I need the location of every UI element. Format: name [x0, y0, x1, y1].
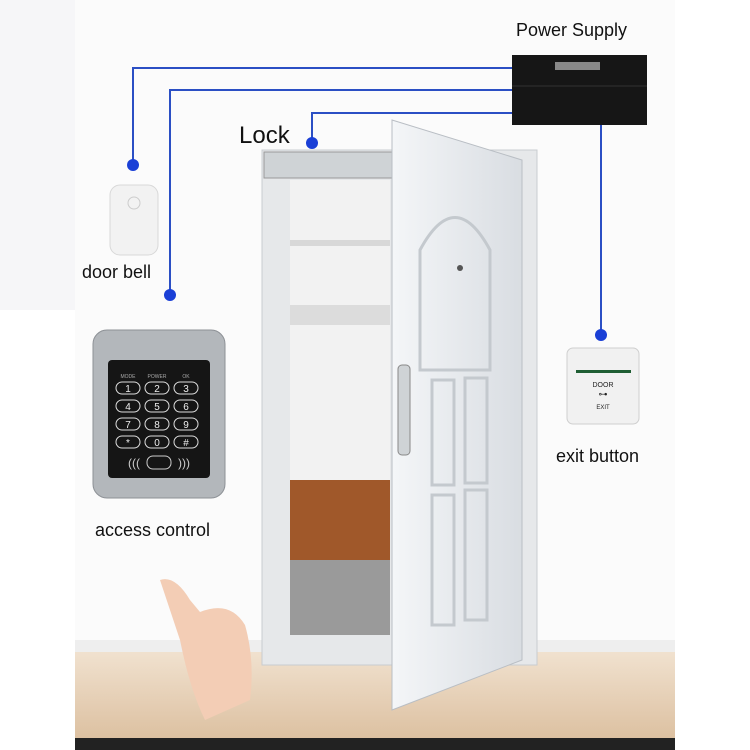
rfid-left-icon: ((( — [128, 456, 140, 470]
label-access-control: access control — [95, 520, 211, 540]
doorbell-device — [109, 184, 159, 256]
shelf — [290, 240, 390, 246]
wire-endpoints — [127, 137, 607, 341]
keypad-key[interactable] — [144, 399, 170, 413]
exit-plate-exit-text: EXIT — [596, 405, 610, 411]
floor-edge — [75, 738, 675, 750]
keypad-key[interactable] — [115, 399, 141, 413]
keypad-key[interactable] — [173, 417, 199, 431]
door-arch-panel — [418, 216, 492, 372]
door-panel — [463, 488, 489, 622]
peephole — [457, 265, 463, 271]
power-supply-label-plate — [555, 62, 600, 70]
keypad-key[interactable] — [115, 417, 141, 431]
key-icon: ⊶ — [599, 389, 608, 399]
keypad-key-label: 7 — [125, 420, 131, 431]
indicator-label: POWER — [148, 374, 167, 380]
keypad-key[interactable] — [144, 381, 170, 395]
endpoint-dot — [595, 329, 607, 341]
door-leaf — [391, 119, 523, 711]
label-door-bell: door bell — [82, 262, 152, 282]
exit-button-plate — [566, 347, 640, 425]
room-floor — [290, 560, 390, 635]
label-exit-button: exit button — [556, 446, 640, 466]
keypad-key[interactable] — [115, 381, 141, 395]
endpoint-dot — [164, 289, 176, 301]
rfid-right-icon: ))) — [178, 456, 190, 470]
keypad-key-label: 5 — [154, 402, 160, 413]
keypad-key-label: # — [183, 438, 189, 449]
keypad-key-label: * — [126, 438, 130, 449]
bell-key[interactable] — [146, 455, 172, 470]
wires — [132, 67, 602, 335]
keypad-key-label: 9 — [183, 420, 189, 431]
endpoint-dot — [127, 159, 139, 171]
keypad-key[interactable] — [173, 435, 199, 449]
door-panel — [430, 378, 456, 487]
exit-button-indicator — [576, 370, 631, 373]
magnetic-lock — [263, 151, 395, 179]
keypad-key-label: 8 — [154, 420, 160, 431]
hand-pointing — [160, 579, 252, 720]
keypad-key-label: 6 — [183, 402, 189, 413]
shelf — [290, 305, 390, 325]
wire-access-control — [169, 89, 512, 295]
label-power-supply: Power Supply — [516, 20, 628, 40]
label-lock: Lock — [239, 122, 290, 149]
keypad-key-label: 4 — [125, 402, 131, 413]
door-handle — [397, 364, 411, 456]
keypad-keys: MODE POWER OK 1 2 3 4 5 6 7 8 9 * 0 # — [115, 374, 199, 449]
keypad-key[interactable] — [115, 435, 141, 449]
door-panel — [463, 376, 489, 485]
keypad-key[interactable] — [173, 381, 199, 395]
doorbell-speaker-icon — [127, 196, 141, 210]
keypad-key-label: 2 — [154, 384, 160, 395]
keypad-key[interactable] — [144, 417, 170, 431]
endpoint-dot — [306, 137, 318, 149]
wire-doorbell — [132, 67, 512, 165]
indicator-label: MODE — [121, 374, 137, 380]
keypad-key[interactable] — [173, 399, 199, 413]
keypad-key[interactable] — [144, 435, 170, 449]
exit-plate-door-text: DOOR — [593, 382, 614, 389]
keypad-key-label: 3 — [183, 384, 189, 395]
wall-left-shade — [0, 0, 75, 310]
wire-lock — [311, 112, 512, 143]
keypad-key-label: 0 — [154, 438, 160, 449]
indicator-label: OK — [182, 374, 190, 380]
door-panel — [430, 493, 456, 627]
keypad-key-label: 1 — [125, 384, 131, 395]
furniture — [290, 480, 390, 560]
